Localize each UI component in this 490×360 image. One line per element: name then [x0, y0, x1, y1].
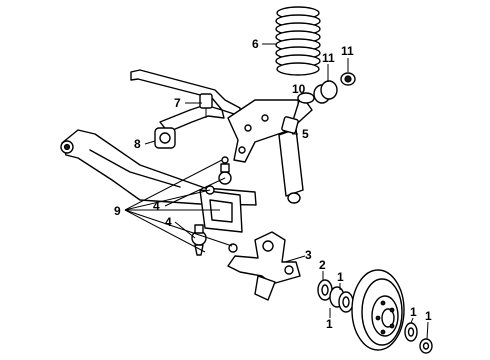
callout-11-left: 11 — [322, 51, 335, 65]
callout-3: 3 — [305, 248, 312, 262]
callout-6: 6 — [252, 37, 259, 51]
stabilizer-bar — [130, 69, 241, 133]
ball-joints — [191, 156, 238, 256]
seal — [317, 279, 333, 301]
callout-5: 5 — [302, 127, 309, 141]
shock-absorber — [278, 97, 304, 204]
radius-arm — [60, 129, 257, 233]
callout-1-nut: 1 — [425, 309, 432, 323]
callout-11-right: 11 — [341, 44, 354, 58]
callout-1-seal: 1 — [326, 317, 333, 331]
coil-spring — [275, 6, 321, 76]
leader-lines — [124, 43, 429, 340]
callout-7: 7 — [174, 96, 181, 110]
outer-bearing — [404, 322, 418, 342]
callout-10: 10 — [292, 82, 306, 96]
callout-8: 8 — [134, 137, 141, 151]
callout-labels: 6 7 8 10 11 11 5 4 4 9 3 2 1 1 1 1 — [114, 37, 432, 331]
spindle-nut — [419, 338, 433, 354]
callout-4-lower: 4 — [165, 215, 172, 229]
shock-mount-parts — [297, 72, 356, 104]
callout-1-inner-bearing: 1 — [337, 270, 344, 284]
callout-1-outer-bearing: 1 — [410, 305, 417, 319]
callout-4-upper: 4 — [153, 199, 160, 213]
upper-control-arm — [227, 99, 313, 163]
steering-knuckle — [227, 231, 301, 301]
brake-rotor — [351, 269, 405, 351]
stabilizer-bushing — [154, 127, 176, 149]
inner-bearing — [329, 286, 354, 313]
callout-9: 9 — [114, 204, 121, 218]
callout-2: 2 — [319, 258, 326, 272]
